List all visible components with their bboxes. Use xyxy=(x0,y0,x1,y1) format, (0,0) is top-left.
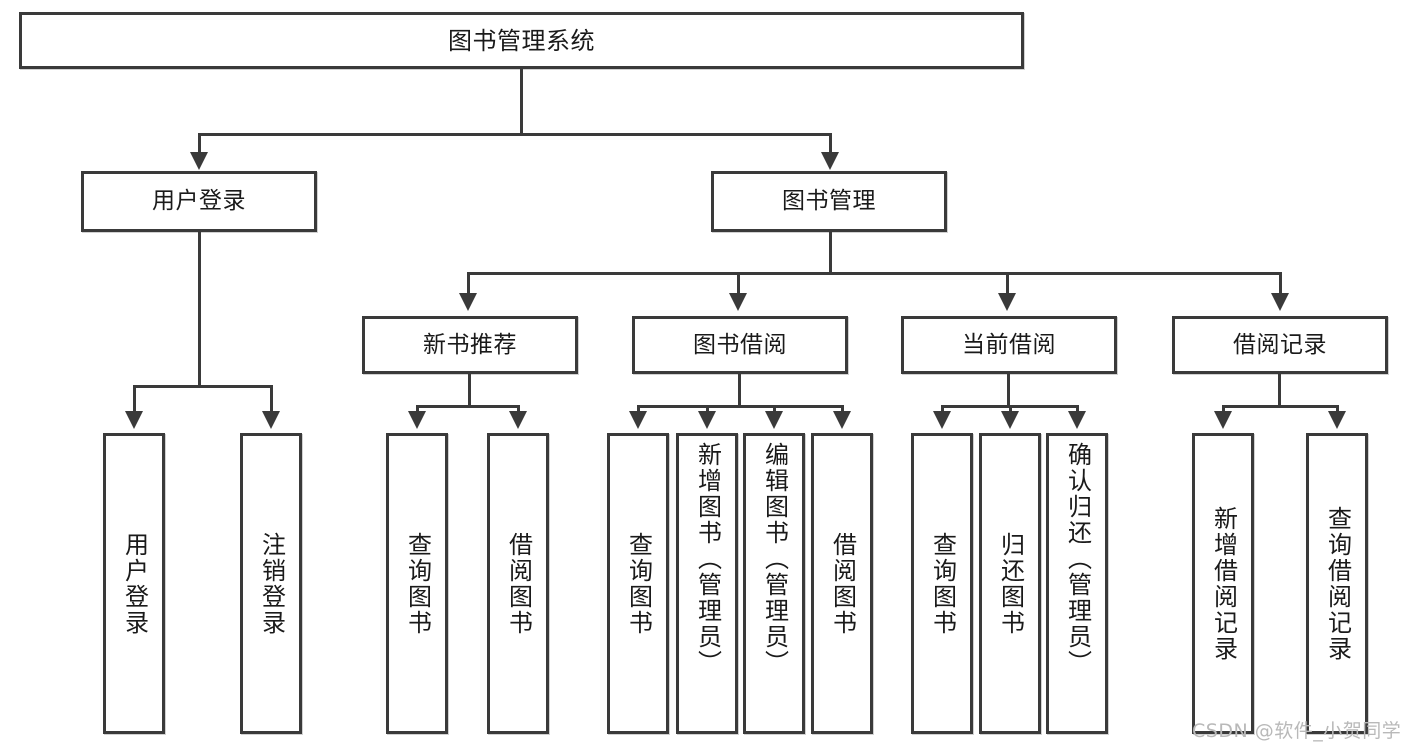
leaf-nbr-borrow-book[interactable]: 借阅图书 xyxy=(487,433,549,734)
connector-br-stem xyxy=(1278,374,1281,408)
connector-root-stem xyxy=(520,69,523,133)
node-label: 查询图书 xyxy=(928,531,957,636)
node-label: 归还图书 xyxy=(996,531,1025,636)
node-label: 图书借阅 xyxy=(693,331,787,358)
leaf-br-add-record[interactable]: 新增借阅记录 xyxy=(1192,433,1254,734)
arrowhead-br-leaf-2 xyxy=(1328,411,1346,429)
node-current-borrow[interactable]: 当前借阅 xyxy=(901,316,1117,374)
arrowhead-cb-leaf-3 xyxy=(1068,411,1086,429)
connector-nbr-stem xyxy=(468,374,471,408)
arrowhead-bb-leaf-1 xyxy=(629,411,647,429)
connector-root-to-book-management xyxy=(829,133,832,155)
node-label: 用户登录 xyxy=(152,188,246,215)
arrowhead-root-to-book-management xyxy=(821,152,839,170)
connector-bm-drop-2 xyxy=(737,272,740,296)
connector-nbr-bus xyxy=(416,405,520,408)
connector-book-management-stem xyxy=(829,232,832,274)
connector-bb-bus xyxy=(637,405,841,408)
connector-bb-stem xyxy=(738,374,741,408)
connector-nbr-drop-2 xyxy=(517,405,520,414)
connector-bm-drop-4 xyxy=(1279,272,1282,296)
leaf-user-login-logout[interactable]: 注销登录 xyxy=(240,433,302,734)
node-label: 新增图书（管理员） xyxy=(693,442,722,676)
connector-br-bus xyxy=(1222,405,1339,408)
node-book-management-system[interactable]: 图书管理系统 xyxy=(19,12,1024,69)
leaf-br-query-record[interactable]: 查询借阅记录 xyxy=(1306,433,1368,734)
leaf-nbr-query-book[interactable]: 查询图书 xyxy=(386,433,448,734)
connector-user-login-stem xyxy=(198,232,201,388)
node-label: 借阅记录 xyxy=(1233,331,1327,358)
node-label: 编辑图书（管理员） xyxy=(760,442,789,676)
connector-user-login-drop-2 xyxy=(270,385,273,414)
connector-br-drop-2 xyxy=(1336,405,1339,414)
leaf-user-login-login[interactable]: 用户登录 xyxy=(103,433,165,734)
node-book-management[interactable]: 图书管理 xyxy=(711,171,947,232)
arrowhead-bb-leaf-4 xyxy=(833,411,851,429)
connector-bb-drop-3 xyxy=(773,405,776,414)
arrowhead-br-leaf-1 xyxy=(1214,411,1232,429)
node-label: 当前借阅 xyxy=(962,331,1056,358)
connector-bm-drop-1 xyxy=(467,272,470,296)
connector-bm-drop-3 xyxy=(1006,272,1009,296)
connector-cb-stem xyxy=(1007,374,1010,408)
connector-bb-drop-2 xyxy=(706,405,709,414)
leaf-bb-query-book[interactable]: 查询图书 xyxy=(607,433,669,734)
arrowhead-bm-to-new-book-recommend xyxy=(459,293,477,311)
arrowhead-bb-leaf-2 xyxy=(698,411,716,429)
arrowhead-root-to-user-login xyxy=(190,152,208,170)
connector-root-to-user-login xyxy=(198,133,201,155)
arrowhead-nbr-leaf-1 xyxy=(408,411,426,429)
connector-cb-drop-3 xyxy=(1076,405,1079,414)
node-label: 新增借阅记录 xyxy=(1209,505,1238,662)
arrowhead-nbr-leaf-2 xyxy=(509,411,527,429)
node-label: 查询图书 xyxy=(403,531,432,636)
arrowhead-cb-leaf-1 xyxy=(933,411,951,429)
connector-br-drop-1 xyxy=(1222,405,1225,414)
node-book-borrow[interactable]: 图书借阅 xyxy=(632,316,848,374)
node-user-login[interactable]: 用户登录 xyxy=(81,171,317,232)
node-label: 图书管理 xyxy=(782,188,876,215)
connector-bb-drop-4 xyxy=(841,405,844,414)
node-label: 查询图书 xyxy=(624,531,653,636)
connector-bb-drop-1 xyxy=(637,405,640,414)
leaf-bb-borrow-book[interactable]: 借阅图书 xyxy=(811,433,873,734)
watermark-text: CSDN @软件_小贺同学 xyxy=(1192,720,1402,742)
arrowhead-user-login-leaf-1 xyxy=(125,411,143,429)
node-label: 借阅图书 xyxy=(504,531,533,636)
leaf-cb-confirm-return-admin[interactable]: 确认归还（管理员） xyxy=(1046,433,1108,734)
node-label: 确认归还（管理员） xyxy=(1063,442,1092,676)
leaf-bb-add-book-admin[interactable]: 新增图书（管理员） xyxy=(676,433,738,734)
arrowhead-bb-leaf-3 xyxy=(765,411,783,429)
node-label: 新书推荐 xyxy=(423,331,517,358)
node-label: 查询借阅记录 xyxy=(1323,505,1352,662)
node-label: 用户登录 xyxy=(120,531,149,636)
arrowhead-bm-to-book-borrow xyxy=(729,293,747,311)
leaf-bb-edit-book-admin[interactable]: 编辑图书（管理员） xyxy=(743,433,805,734)
arrowhead-bm-to-borrow-record xyxy=(1271,293,1289,311)
leaf-cb-query-book[interactable]: 查询图书 xyxy=(911,433,973,734)
connector-cb-drop-2 xyxy=(1009,405,1012,414)
connector-nbr-drop-1 xyxy=(416,405,419,414)
arrowhead-user-login-leaf-2 xyxy=(262,411,280,429)
node-label: 借阅图书 xyxy=(828,531,857,636)
connector-book-management-bus xyxy=(467,272,1282,275)
connector-user-login-drop-1 xyxy=(133,385,136,414)
node-new-book-recommend[interactable]: 新书推荐 xyxy=(362,316,578,374)
arrowhead-bm-to-current-borrow xyxy=(998,293,1016,311)
connector-root-bus xyxy=(198,133,832,136)
node-borrow-record[interactable]: 借阅记录 xyxy=(1172,316,1388,374)
arrowhead-cb-leaf-2 xyxy=(1001,411,1019,429)
node-label: 图书管理系统 xyxy=(448,26,595,55)
connector-cb-drop-1 xyxy=(941,405,944,414)
connector-user-login-bus xyxy=(133,385,270,388)
node-label: 注销登录 xyxy=(257,531,286,636)
leaf-cb-return-book[interactable]: 归还图书 xyxy=(979,433,1041,734)
